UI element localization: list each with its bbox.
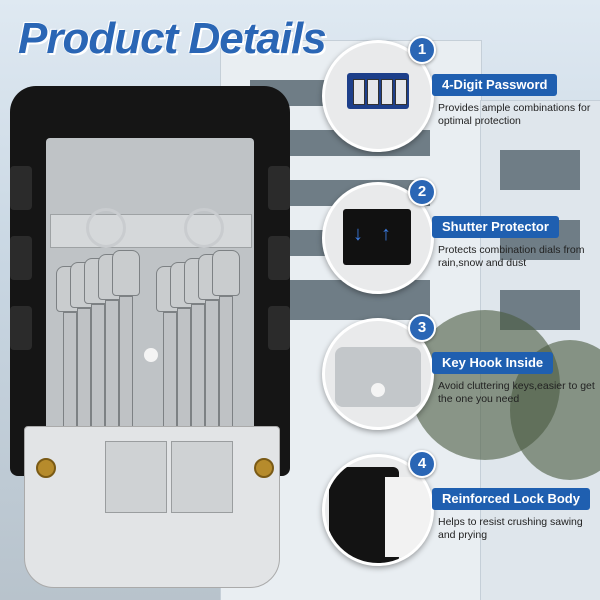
- feature-description: Avoid cluttering keys,easier to get the …: [438, 380, 595, 405]
- feature-label: 4-Digit Password: [432, 74, 558, 96]
- feature-label: Shutter Protector: [432, 216, 559, 238]
- feature-item-lock-body: 4 Reinforced Lock Body Helps to resist c…: [322, 450, 600, 574]
- feature-description: Protects combination dials from rain,sno…: [438, 244, 585, 269]
- feature-item-shutter: ↓ ↑ 2 Shutter Protector Protects combina…: [322, 178, 600, 302]
- feature-description: Provides ample combinations for optimal …: [438, 102, 591, 127]
- feature-item-password: 1 4-Digit Password Provides ample combin…: [322, 36, 600, 160]
- screw-left: [36, 458, 56, 478]
- feature-description: Helps to resist crushing sawing and pryi…: [438, 516, 583, 541]
- lock-body-icon: [322, 454, 434, 566]
- lock-box-base: [24, 426, 280, 588]
- feature-label: Reinforced Lock Body: [432, 488, 590, 510]
- key-set-right: [156, 236, 242, 464]
- feature-item-key-hook: 3 Key Hook Inside Avoid cluttering keys,…: [322, 314, 600, 438]
- feature-number: 3: [408, 314, 436, 342]
- lock-box-image: [10, 86, 290, 588]
- feature-number: 1: [408, 36, 436, 64]
- mounting-hole: [144, 348, 158, 362]
- feature-number: 4: [408, 450, 436, 478]
- key-ring-right: [184, 208, 224, 248]
- screw-right: [254, 458, 274, 478]
- feature-number: 2: [408, 178, 436, 206]
- key-set-left: [56, 236, 142, 464]
- feature-label: Key Hook Inside: [432, 352, 554, 374]
- page-title: Product Details: [18, 14, 327, 63]
- key-ring-left: [86, 208, 126, 248]
